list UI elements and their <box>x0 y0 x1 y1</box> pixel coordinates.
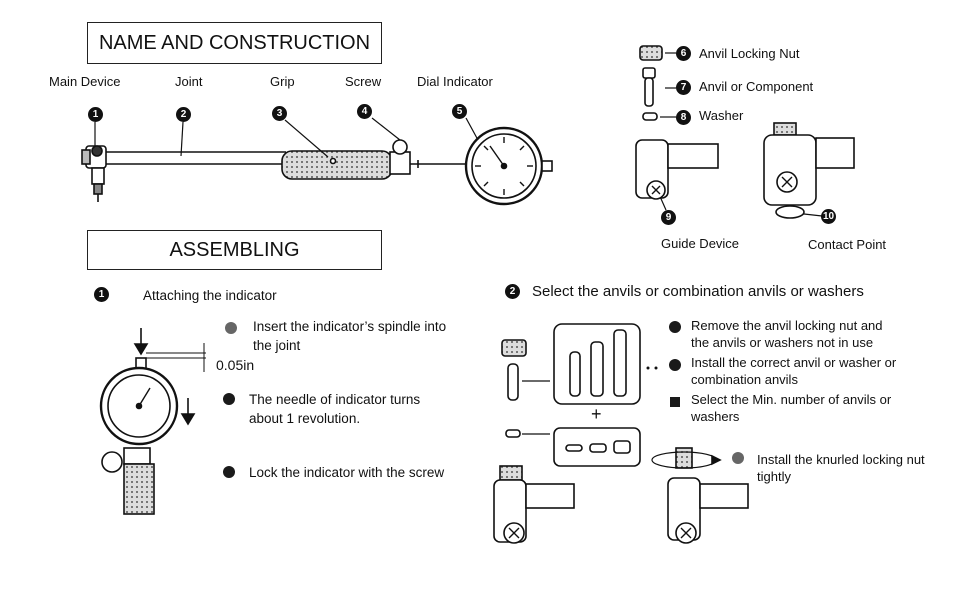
step-2-item-1: Remove the anvil locking nut and the anv… <box>691 318 883 350</box>
part-number-4: 4 <box>357 104 372 119</box>
label-anvil-locking-nut: Anvil Locking Nut <box>699 46 800 61</box>
part-number-1: 1 <box>88 107 103 122</box>
parts-drawing <box>635 45 855 219</box>
step-2-title: Select the anvils or combination anvils … <box>532 283 864 300</box>
step-1-bullet-1 <box>225 322 237 334</box>
part-number-10: 10 <box>821 209 836 224</box>
label-joint: Joint <box>175 74 203 89</box>
step-2-bullet-4 <box>732 452 744 464</box>
step-2-item-4: Install the knurled locking nut tightly <box>757 452 925 484</box>
label-guide-device: Guide Device <box>661 236 740 251</box>
label-grip: Grip <box>270 74 295 89</box>
label-anvil-or-component: Anvil or Component <box>699 79 814 94</box>
part-number-2: 2 <box>176 107 191 122</box>
step-2-item-2: Install the correct anvil or washer or c… <box>691 355 897 387</box>
step-2-bullet-2 <box>669 359 681 371</box>
step-2-bullet-3 <box>670 397 680 407</box>
ellipsis-dots <box>646 366 658 370</box>
name-and-construction-title: NAME AND CONSTRUCTION <box>87 22 382 64</box>
step-2-item-3: Select the Min. number of anvils or wash… <box>691 392 892 424</box>
assembling-title: ASSEMBLING <box>87 230 382 270</box>
step-1-item-2: The needle of indicator turns about 1 re… <box>249 392 421 426</box>
step-1-item-1: Insert the indicator’s spindle into the … <box>253 319 447 353</box>
plus-sign: + <box>591 404 602 424</box>
bore-gauge-drawing <box>81 126 553 206</box>
part-number-7: 7 <box>676 80 691 95</box>
label-washer: Washer <box>699 108 744 123</box>
step-1-number: 1 <box>94 287 109 302</box>
part-number-9: 9 <box>661 210 676 225</box>
step-2-number: 2 <box>505 284 520 299</box>
part-number-3: 3 <box>272 106 287 121</box>
step-1-title: Attaching the indicator <box>143 288 277 303</box>
step-2-bullet-1 <box>669 321 681 333</box>
part-number-6: 6 <box>676 46 691 61</box>
anvil-selection-drawing <box>493 323 749 544</box>
label-contact-point: Contact Point <box>808 237 887 252</box>
part-number-5: 5 <box>452 104 467 119</box>
step-1-bullet-2 <box>223 393 235 405</box>
indicator-attach-drawing <box>99 328 206 515</box>
part-number-8: 8 <box>676 110 691 125</box>
label-main-device: Main Device <box>49 74 121 89</box>
step-1-bullet-3 <box>223 466 235 478</box>
step-1-item-3: Lock the indicator with the screw <box>249 465 445 480</box>
label-dial-indicator: Dial Indicator <box>417 74 493 89</box>
label-screw: Screw <box>345 74 382 89</box>
measure-label: 0.05in <box>216 357 255 373</box>
